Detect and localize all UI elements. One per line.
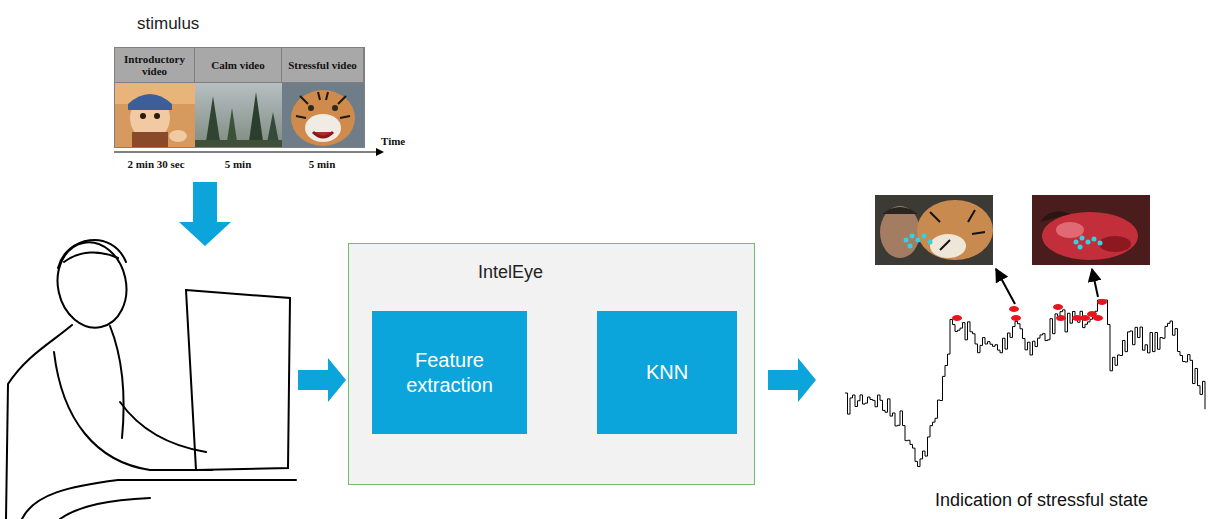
pointer-arrow xyxy=(996,269,1015,304)
video-header-cell: Introductory video xyxy=(115,48,195,83)
time-axis xyxy=(114,152,377,153)
calm-image xyxy=(195,82,282,148)
flow-arrow xyxy=(768,358,816,402)
stress-signal xyxy=(845,300,1205,467)
flow-arrow xyxy=(179,182,231,246)
introductory-image xyxy=(115,82,195,148)
stress-markers xyxy=(952,299,1107,321)
stressful-image xyxy=(282,82,364,148)
flow-arrow xyxy=(298,358,346,402)
stress-frame-thumbnail xyxy=(875,195,993,265)
section-heading: IntelEye xyxy=(478,262,543,283)
person-illustration xyxy=(6,236,296,519)
system-panel: Feature extraction KNN IntelEye xyxy=(348,243,755,485)
video-header-cell: Calm video xyxy=(195,48,282,83)
pointer-arrow xyxy=(1092,269,1098,297)
box-label: Feature extraction xyxy=(382,348,517,398)
box-label: Introductory video xyxy=(118,53,191,77)
duration-label: 5 min xyxy=(309,158,336,170)
duration-label: 2 min 30 sec xyxy=(127,158,184,170)
axis-label: Time xyxy=(381,135,405,147)
stress-frame-thumbnail xyxy=(1032,195,1150,265)
box-label: Stressful video xyxy=(288,59,357,71)
time-arrowhead xyxy=(376,148,384,156)
video-header-cell: Stressful video xyxy=(282,48,364,83)
box-label: Calm video xyxy=(211,59,264,71)
section-heading: stimulus xyxy=(137,14,199,34)
duration-label: 5 min xyxy=(225,158,252,170)
process-box: Feature extraction xyxy=(372,311,527,434)
stimulus-timeline: Introductory video Calm video Stressful vi… xyxy=(114,47,365,148)
box-label: KNN xyxy=(646,360,688,385)
output-caption: Indication of stressful state xyxy=(935,490,1148,511)
process-box: KNN xyxy=(597,311,737,434)
